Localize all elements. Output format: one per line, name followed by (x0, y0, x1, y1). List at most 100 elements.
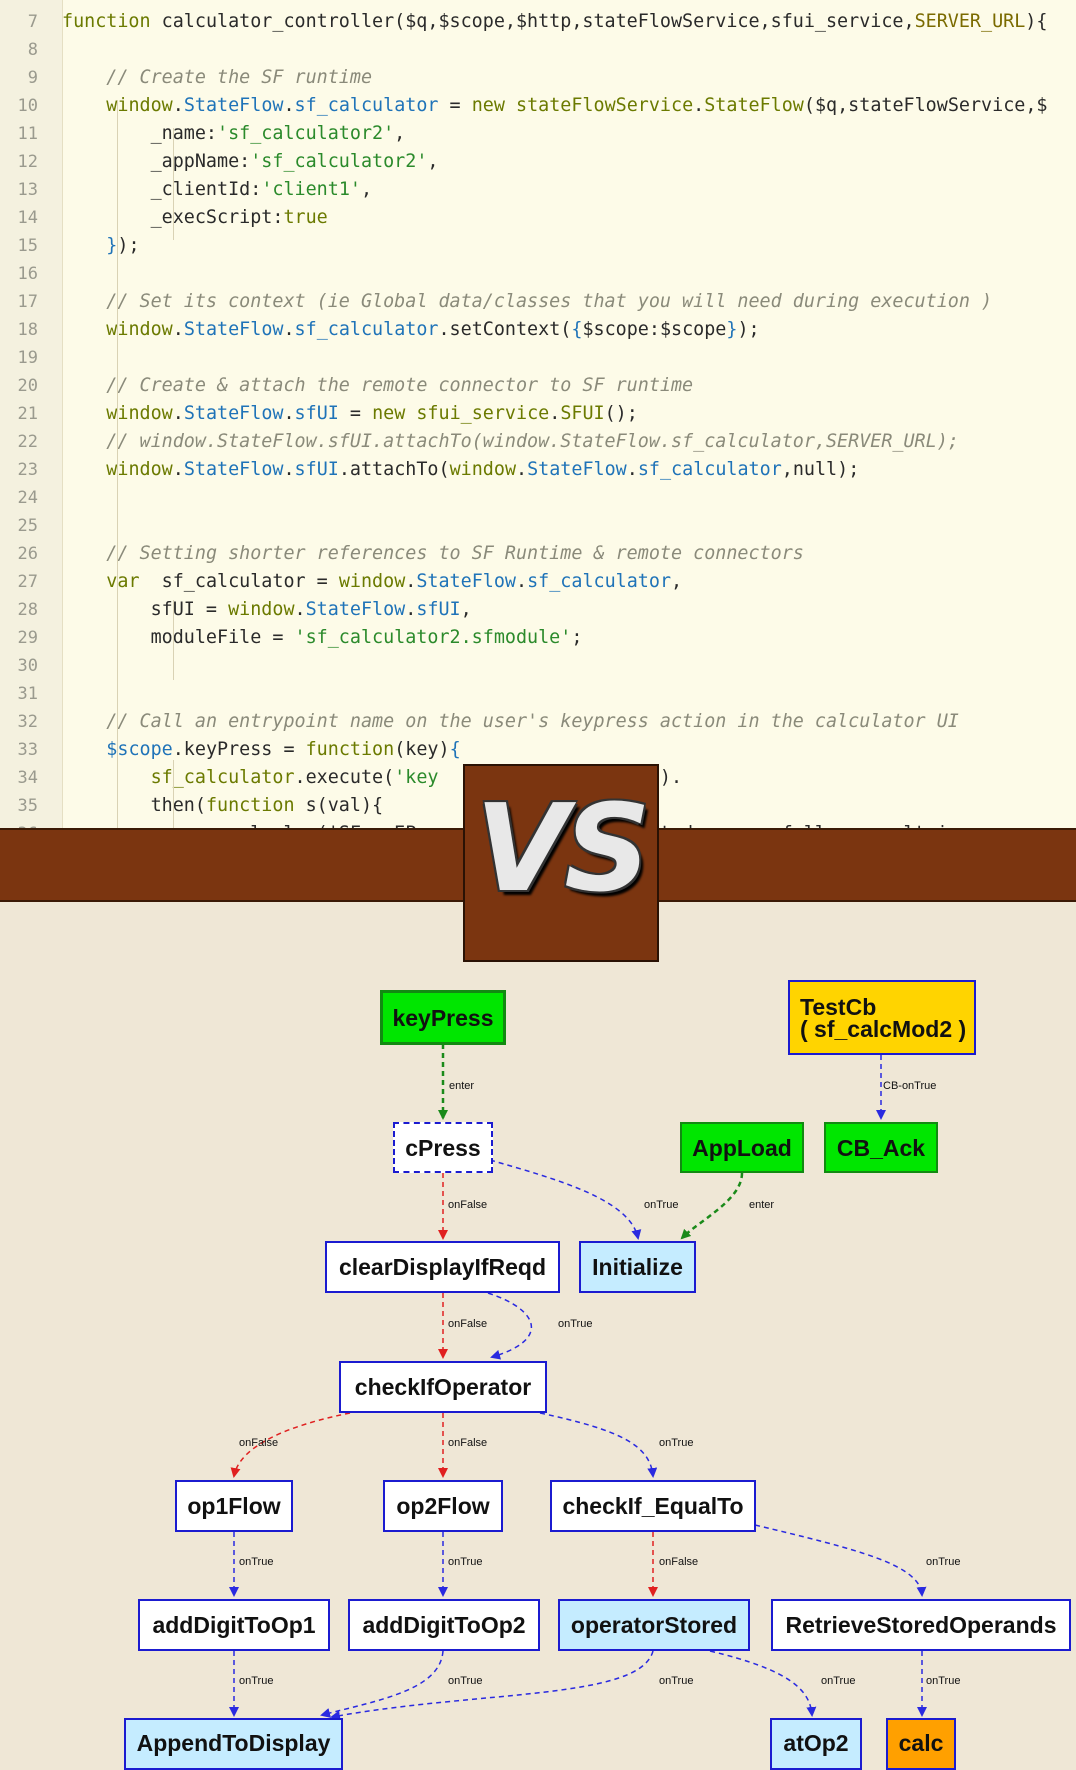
edge-checkifoperator-op1flow (230, 1412, 351, 1478)
line-number: 16 (17, 264, 38, 284)
line-number: 21 (17, 404, 38, 424)
code-line: // Setting shorter references to SF Runt… (106, 543, 804, 564)
code-line: _appName:'sf_calculator2', (62, 151, 439, 172)
edge-label-onfalse-cpress: onFalse (448, 1199, 488, 1211)
line-number: 28 (17, 600, 38, 620)
node-appload: AppLoad (680, 1122, 804, 1173)
line-number: 34 (17, 768, 38, 788)
node-operatorstored: operatorStored (558, 1599, 750, 1651)
edge-label-ontrue-atop2: onTrue (821, 1675, 856, 1687)
line-number: 27 (17, 572, 38, 592)
edge-operatorstored-appendtodisplay (330, 1650, 654, 1721)
node-cback: CB_Ack (824, 1122, 938, 1173)
code-line: moduleFile = 'sf_calculator2.sfmodule'; (62, 627, 583, 648)
edge-label-ontrue-adddigit2: onTrue (448, 1675, 483, 1687)
line-number: 30 (17, 656, 38, 676)
line-number: 22 (17, 432, 38, 452)
node-calc: calc (886, 1718, 956, 1770)
line-number: 15 (17, 236, 38, 256)
node-checkifoperator: checkIfOperator (339, 1361, 547, 1413)
line-number: 7 (27, 12, 38, 32)
edge-checkifoperator-checkifequalto (539, 1412, 658, 1478)
edge-label-cb-ontrue: CB-onTrue (883, 1080, 937, 1092)
indent-guide (173, 600, 174, 680)
code-line: _clientId:'client1', (62, 179, 373, 200)
node-initialize: Initialize (579, 1241, 696, 1293)
code-line: // Create & attach the remote connector … (106, 375, 694, 396)
line-number: 19 (17, 348, 38, 368)
line-number: 11 (17, 124, 38, 144)
edge-appload-initialize (680, 1172, 744, 1240)
node-atop2: atOp2 (770, 1718, 862, 1770)
node-testcb-line1: TestCb (800, 993, 877, 1020)
code-line: window.StateFlow.sf_calculator = new sta… (106, 95, 1048, 116)
state-flow-diagram: keyPress TestCb ( sf_calcMod2 ) cPress A… (0, 900, 1076, 1770)
code-line: function calculator_controller($q,$scope… (62, 11, 1048, 32)
line-number: 8 (27, 40, 38, 60)
code-line: window.StateFlow.sfUI = new sfui_service… (106, 403, 638, 424)
node-keypress: keyPress (380, 990, 506, 1045)
code-line: // window.StateFlow.sfUI.attachTo(window… (106, 431, 959, 452)
edge-label-ontrue-cleardisplay: onTrue (558, 1318, 593, 1330)
edge-checkifequalto-retrievestored (754, 1524, 927, 1597)
line-number: 12 (17, 152, 38, 172)
line-number: 20 (17, 376, 38, 396)
node-cpress: cPress (393, 1122, 493, 1173)
edge-adddigittoop2-appendtodisplay (320, 1650, 444, 1718)
edge-label-enter-appload: enter (749, 1199, 775, 1211)
line-number: 9 (27, 68, 38, 88)
node-appendtodisplay: AppendToDisplay (124, 1718, 343, 1770)
line-number: 29 (17, 628, 38, 648)
edge-label-ontrue-op2flow: onTrue (448, 1556, 483, 1568)
code-line: window.StateFlow.sfUI.attachTo(window.St… (106, 459, 860, 480)
code-line: then(function s(val){ (62, 795, 384, 816)
line-number: 23 (17, 460, 38, 480)
line-number: 25 (17, 516, 38, 536)
indent-guide (173, 128, 174, 240)
edge-label-ontrue-cpress: onTrue (644, 1199, 679, 1211)
node-adddigittoop1: addDigitToOp1 (138, 1599, 330, 1651)
code-line: // Call an entrypoint name on the user's… (106, 711, 959, 732)
edge-label-ontrue-retrieve: onTrue (926, 1556, 961, 1568)
line-number: 35 (17, 796, 38, 816)
line-number: 26 (17, 544, 38, 564)
edge-cleardisplay-checkifoperator-true (487, 1292, 533, 1360)
edge-label-ontrue-equalto: onTrue (659, 1437, 694, 1449)
edge-label-onfalse-op1: onFalse (239, 1437, 279, 1449)
node-testcb-line2: ( sf_calcMod2 ) (800, 1015, 967, 1042)
code-line: }); (106, 235, 140, 256)
code-line: sfUI = window.StateFlow.sfUI, (62, 599, 472, 620)
node-op2flow: op2Flow (383, 1480, 503, 1532)
line-number: 31 (17, 684, 38, 704)
edge-label-onfalse-op2: onFalse (448, 1437, 488, 1449)
edge-layer (229, 1044, 927, 1721)
indent-guide (173, 760, 174, 840)
code-line: _name:'sf_calculator2', (62, 123, 406, 144)
edge-label-ontrue-calc: onTrue (926, 1675, 961, 1687)
line-number: 32 (17, 712, 38, 732)
line-number: 24 (17, 488, 38, 508)
edge-label-onfalse-equalto: onFalse (659, 1556, 699, 1568)
code-line: $scope.keyPress = function(key){ (106, 739, 461, 760)
code-line: var sf_calculator = window.StateFlow.sf_… (106, 571, 683, 592)
line-number: 14 (17, 208, 38, 228)
node-retrievestoredoperands: RetrieveStoredOperands (771, 1599, 1071, 1651)
node-cleardisplayifreqd: clearDisplayIfReqd (325, 1241, 560, 1293)
edge-label-ontrue-op1flow: onTrue (239, 1556, 274, 1568)
edge-label-onfalse-cleardisplay: onFalse (448, 1318, 488, 1330)
edge-operatorstored-atop2 (709, 1650, 817, 1717)
vs-label: VS (475, 780, 650, 919)
edge-label-ontrue-adddigit1: onTrue (239, 1675, 274, 1687)
line-number: 10 (17, 96, 38, 116)
line-number: 17 (17, 292, 38, 312)
edge-label-ontrue-opstored: onTrue (659, 1675, 694, 1687)
node-adddigittoop2: addDigitToOp2 (348, 1599, 540, 1651)
vs-badge: VS (463, 764, 659, 962)
indent-guide (117, 100, 118, 870)
code-line: _execScript:true (62, 207, 328, 228)
line-number: 13 (17, 180, 38, 200)
node-testcb: TestCb ( sf_calcMod2 ) (788, 980, 976, 1055)
edge-label-enter-keypress: enter (449, 1080, 475, 1092)
